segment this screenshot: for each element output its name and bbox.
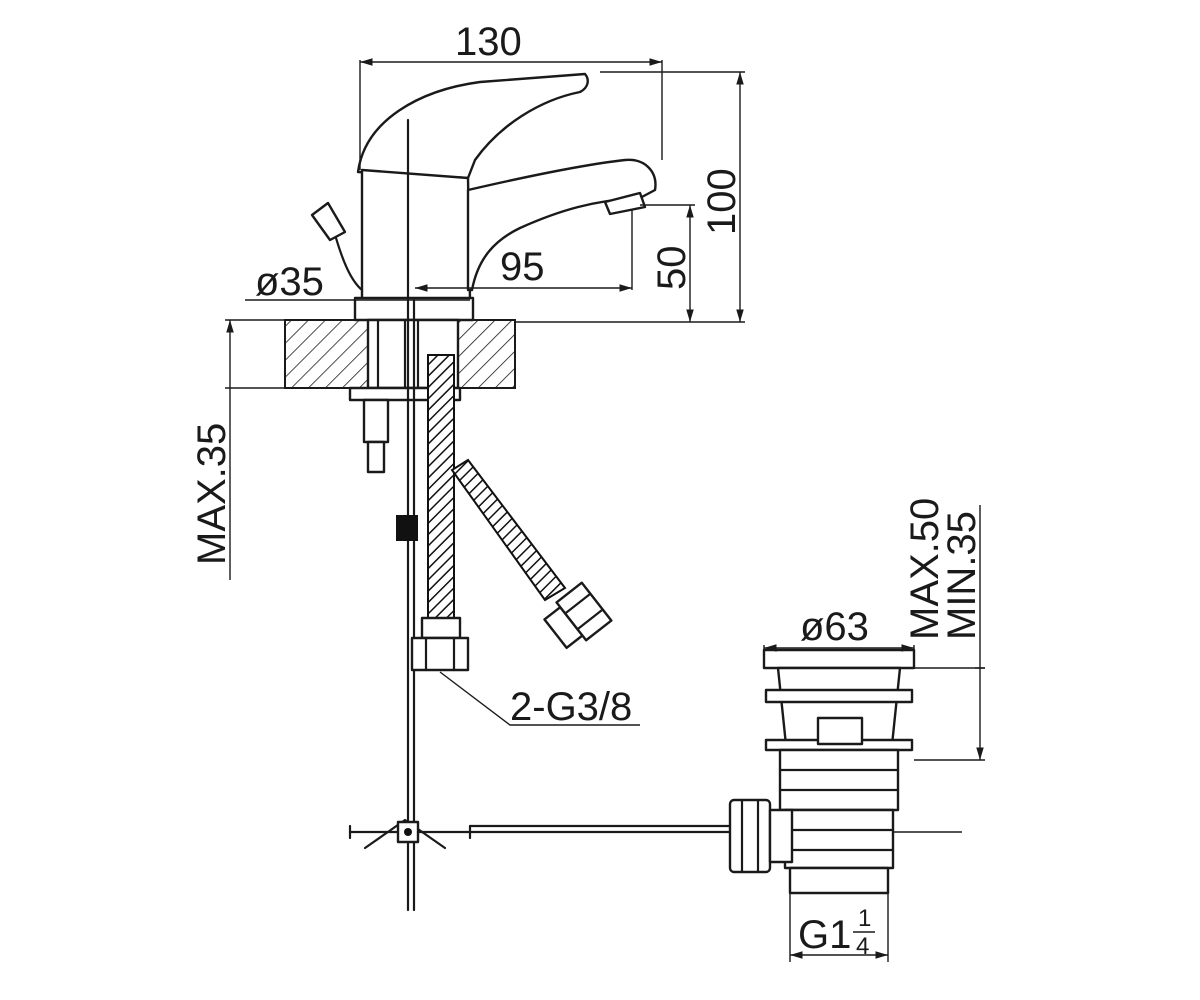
flex-hoses xyxy=(410,354,613,672)
waste-assembly xyxy=(468,648,962,895)
popup-knob xyxy=(310,201,347,242)
dim-diameter-35-label: ø35 xyxy=(255,260,324,304)
dim-g1-label: G1 xyxy=(798,913,851,957)
faucet-body xyxy=(310,72,657,322)
dimension-lines xyxy=(226,58,985,962)
dim-min-35-label: MIN.35 xyxy=(940,511,984,640)
dim-130-label: 130 xyxy=(455,20,522,64)
aerator xyxy=(603,191,647,216)
lever-handle xyxy=(356,72,589,180)
popup-rod xyxy=(348,118,472,912)
dim-g1-fraction-denominator: 4 xyxy=(856,933,869,960)
dim-g38-label: 2-G3/8 xyxy=(510,685,632,729)
dim-95-label: 95 xyxy=(500,245,545,289)
dim-100-label: 100 xyxy=(700,168,744,235)
dim-diameter-63-label: ø63 xyxy=(800,605,869,649)
dim-max-35-label: MAX.35 xyxy=(190,423,234,565)
dim-max-50-label: MAX.50 xyxy=(903,498,947,640)
body-column xyxy=(360,168,472,302)
spout xyxy=(466,158,657,292)
dim-g1-fraction-numerator: 1 xyxy=(858,905,871,932)
dim-50-label: 50 xyxy=(650,246,694,291)
